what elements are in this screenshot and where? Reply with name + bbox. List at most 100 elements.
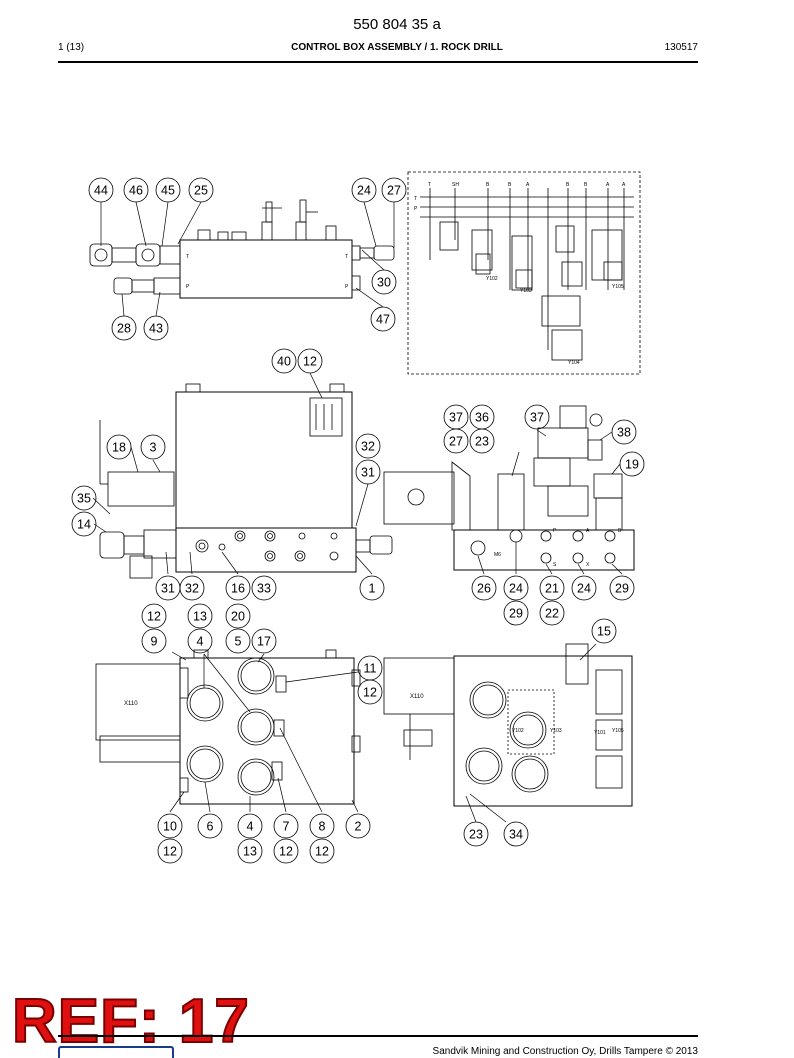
- schematic-port: A: [526, 182, 530, 188]
- box-label: X110: [124, 701, 138, 707]
- callout-number: 12: [147, 610, 161, 624]
- callout-number: 36: [475, 411, 489, 425]
- callout-number: 6: [207, 820, 214, 834]
- reference-stamp: REF: 17: [11, 986, 250, 1057]
- schematic-port: B: [566, 182, 570, 188]
- callout-number: 23: [469, 828, 483, 842]
- schematic-port: T: [428, 182, 431, 188]
- callout-number: 43: [149, 322, 163, 336]
- callout-number: 7: [283, 820, 290, 834]
- block-port: A: [586, 528, 590, 534]
- callout-number: 1: [369, 582, 376, 596]
- valve-label: Y102: [486, 276, 498, 282]
- top-manifold-view: T T P P: [89, 199, 395, 299]
- callout-number: 30: [377, 276, 391, 290]
- callout-number: 29: [509, 607, 523, 621]
- block-port: X: [586, 562, 590, 568]
- callout-number: 19: [625, 458, 639, 472]
- callout-number: 22: [545, 607, 559, 621]
- callout-number: 25: [194, 184, 208, 198]
- callout-number: 10: [163, 820, 177, 834]
- callout-number: 26: [477, 582, 491, 596]
- callout-number: 13: [193, 610, 207, 624]
- callout-number: 12: [303, 355, 317, 369]
- sandvik-logo: [58, 1046, 174, 1058]
- callout-number: 12: [279, 845, 293, 859]
- schematic-port: B: [584, 182, 588, 188]
- callout-number: 31: [161, 582, 175, 596]
- middle-right-view: M6 P A B S X: [383, 405, 635, 571]
- valve-label: Y104: [568, 360, 580, 366]
- page-number: 1 (13): [58, 42, 85, 53]
- schematic-port: P: [414, 206, 418, 212]
- callout-number: 8: [319, 820, 326, 834]
- callout-number: 18: [112, 441, 126, 455]
- callout-number: 5: [235, 635, 242, 649]
- block-port: M6: [494, 552, 501, 558]
- callout-number: 13: [243, 845, 257, 859]
- box-label: X110: [410, 694, 424, 700]
- callout-number: 29: [615, 582, 629, 596]
- callout-number: 37: [449, 411, 463, 425]
- block-port: B: [618, 528, 622, 534]
- callout-number: 11: [364, 662, 377, 676]
- block-port: S: [553, 562, 557, 568]
- bottom-right-view: X110 Y102 Y103 Y101 Y105: [383, 643, 633, 807]
- callout-number: 17: [257, 635, 271, 649]
- schematic-port: B: [486, 182, 490, 188]
- schematic-port: B: [508, 182, 512, 188]
- footer-copyright: Sandvik Mining and Construction Oy, Dril…: [432, 1046, 698, 1057]
- callout-number: 32: [361, 440, 375, 454]
- footer-divider: [58, 1035, 698, 1037]
- callout-number: 32: [185, 582, 199, 596]
- callout-number: 28: [117, 322, 131, 336]
- valve-label: Y103: [550, 728, 562, 734]
- schematic-port: A: [606, 182, 610, 188]
- callout-number: 44: [94, 184, 108, 198]
- callout-number: 38: [617, 426, 631, 440]
- callout-number: 9: [151, 635, 158, 649]
- middle-left-view: [99, 383, 393, 579]
- page-title: CONTROL BOX ASSEMBLY / 1. ROCK DRILL: [291, 42, 503, 53]
- schematic-port: SH: [452, 182, 459, 188]
- callout-number: 4: [247, 820, 254, 834]
- callout-number: 24: [577, 582, 591, 596]
- callout-number: 16: [231, 582, 245, 596]
- callout-bubbles: 44 46 45 25 24 27 30 47 28 43 40 12 37 3…: [71, 177, 645, 864]
- schematic-port: A: [622, 182, 626, 188]
- callout-number: 12: [163, 845, 177, 859]
- callout-number: 33: [257, 582, 271, 596]
- schematic-port: T: [414, 196, 417, 202]
- port-label: T: [345, 254, 348, 260]
- valve-label: Y105: [612, 284, 624, 290]
- callout-number: 46: [129, 184, 143, 198]
- leader-lines: [92, 201, 623, 823]
- port-label: P: [186, 284, 190, 290]
- callout-number: 47: [376, 313, 390, 327]
- callout-number: 24: [357, 184, 371, 198]
- callout-number: 24: [509, 582, 523, 596]
- valve-label: Y103: [520, 288, 532, 294]
- date-code: 130517: [664, 42, 698, 53]
- callout-number: 31: [361, 466, 375, 480]
- callout-number: 15: [597, 625, 611, 639]
- callout-number: 34: [509, 828, 523, 842]
- callout-number: 20: [231, 610, 245, 624]
- valve-label: Y105: [612, 728, 624, 734]
- valve-label: Y102: [512, 728, 524, 734]
- callout-number: 14: [77, 518, 91, 532]
- callout-number: 40: [277, 355, 291, 369]
- block-port: P: [553, 528, 557, 534]
- callout-number: 35: [77, 492, 91, 506]
- callout-number: 27: [387, 184, 401, 198]
- callout-number: 12: [315, 845, 329, 859]
- port-label: P: [345, 284, 349, 290]
- header-divider: [58, 61, 698, 63]
- callout-number: 2: [355, 820, 362, 834]
- callout-number: 45: [161, 184, 175, 198]
- callout-number: 4: [197, 635, 204, 649]
- hydraulic-schematic: T SH B B A B B A A T P: [407, 171, 641, 375]
- port-label: T: [186, 254, 189, 260]
- callout-number: 23: [475, 435, 489, 449]
